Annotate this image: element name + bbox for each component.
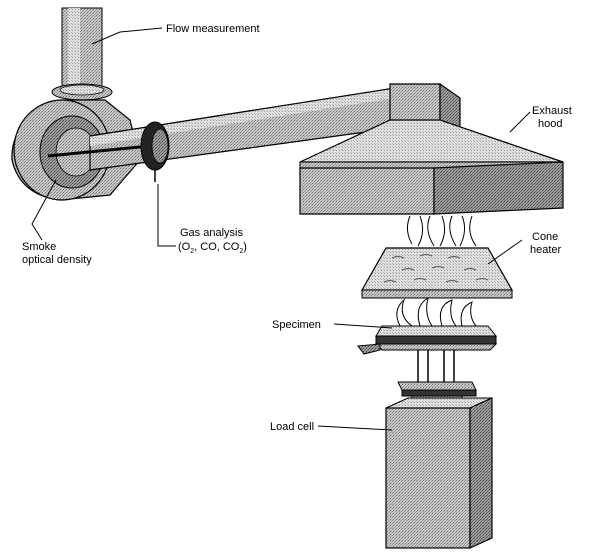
exhaust-hood bbox=[299, 82, 564, 215]
gas-sampling-ring bbox=[140, 121, 170, 182]
specimen-holder bbox=[357, 325, 498, 355]
gas-analysis-label-line1: Gas analysis bbox=[180, 227, 243, 239]
vertical-stack bbox=[51, 7, 113, 101]
load-cell-box bbox=[385, 397, 493, 549]
specimen-flames bbox=[396, 296, 477, 327]
flame-plumes bbox=[406, 215, 477, 247]
cone-heater bbox=[360, 247, 514, 299]
exhaust-hood-label-line1: Exhaust bbox=[532, 105, 572, 117]
flow-measurement-label: Flow measurement bbox=[166, 23, 260, 35]
exhaust-hood-label-line2: hood bbox=[538, 118, 562, 130]
gas-co2-subscript: 2 bbox=[239, 248, 243, 255]
gas-close-text: ) bbox=[243, 241, 247, 253]
specimen-label: Specimen bbox=[272, 319, 321, 331]
support-rods bbox=[417, 350, 455, 382]
gas-open-text: (O bbox=[178, 241, 191, 253]
leader-lines bbox=[31, 27, 531, 431]
gas-analysis-label-line2: (O2, CO, CO2) bbox=[178, 241, 247, 255]
cone-heater-label-line1: Cone bbox=[532, 231, 558, 243]
gas-co-text: , CO, CO bbox=[194, 241, 240, 253]
smoke-label-line2: optical density bbox=[22, 254, 92, 266]
load-cell-label: Load cell bbox=[270, 421, 314, 433]
blower-housing bbox=[11, 99, 141, 201]
cone-heater-label-line2: heater bbox=[530, 244, 562, 256]
smoke-label-line1: Smoke bbox=[22, 241, 56, 253]
gas-o2-subscript: 2 bbox=[190, 248, 194, 255]
